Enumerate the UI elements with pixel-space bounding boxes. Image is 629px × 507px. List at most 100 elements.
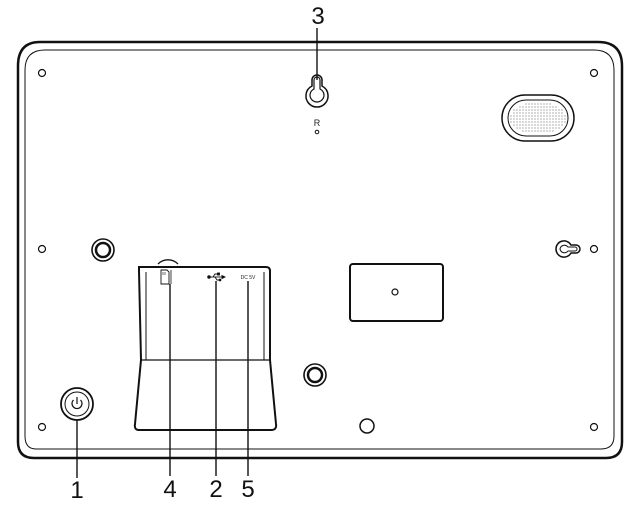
screw-hole <box>37 244 47 254</box>
power-button[interactable] <box>60 387 94 421</box>
speaker-hole <box>522 115 524 117</box>
speaker-hole <box>516 109 518 111</box>
callout-sd-card: 4 <box>163 476 176 503</box>
speaker-hole <box>561 115 563 117</box>
speaker-hole <box>549 130 551 132</box>
speaker-hole <box>537 106 539 108</box>
speaker-hole <box>552 112 554 114</box>
speaker-hole <box>540 106 542 108</box>
speaker-hole <box>564 115 566 117</box>
callout-wall-mount: 3 <box>311 3 324 30</box>
speaker-hole <box>513 112 515 114</box>
speaker-hole <box>540 124 542 126</box>
leader-lines <box>76 28 318 478</box>
speaker-hole <box>564 121 566 123</box>
speaker-hole <box>537 118 539 120</box>
port-bay <box>133 259 278 431</box>
speaker-hole <box>525 103 527 105</box>
speaker-hole <box>525 109 527 111</box>
wall-mount-keyhole <box>305 74 329 108</box>
speaker-hole <box>516 118 518 120</box>
speaker-hole <box>555 115 557 117</box>
speaker-hole <box>552 118 554 120</box>
speaker-hole <box>516 127 518 129</box>
screw-hole <box>589 68 599 78</box>
speaker-hole <box>519 127 521 129</box>
speaker-hole <box>540 130 542 132</box>
speaker-hole <box>555 112 557 114</box>
speaker-hole <box>549 109 551 111</box>
speaker-hole <box>555 106 557 108</box>
reset-button[interactable]: R <box>314 118 321 135</box>
speaker-hole <box>534 127 536 129</box>
speaker-hole <box>558 115 560 117</box>
speaker-hole <box>543 127 545 129</box>
speaker-hole <box>531 121 533 123</box>
speaker-hole <box>549 124 551 126</box>
speaker-hole <box>540 121 542 123</box>
speaker-hole <box>525 115 527 117</box>
callout-usb: 2 <box>209 476 222 503</box>
sd-card-slot[interactable] <box>160 269 172 285</box>
speaker-hole <box>558 121 560 123</box>
speaker-hole <box>561 112 563 114</box>
speaker-hole <box>555 124 557 126</box>
speaker-hole <box>528 118 530 120</box>
speaker-grille <box>501 94 575 142</box>
speaker-hole <box>546 130 548 132</box>
speaker-hole <box>534 109 536 111</box>
callout-numbers: 1 3 4 2 5 <box>70 3 324 504</box>
speaker-hole <box>537 121 539 123</box>
usb-port[interactable] <box>207 272 227 282</box>
speaker-hole <box>531 118 533 120</box>
speaker-hole <box>546 103 548 105</box>
speaker-hole <box>552 109 554 111</box>
speaker-hole <box>546 106 548 108</box>
speaker-hole <box>513 115 515 117</box>
speaker-hole <box>531 103 533 105</box>
speaker-hole <box>519 109 521 111</box>
dc-in-port[interactable]: DC 5V <box>241 275 256 281</box>
speaker-hole <box>555 109 557 111</box>
speaker-hole <box>537 130 539 132</box>
screw-hole <box>37 422 47 432</box>
speaker-hole <box>546 118 548 120</box>
speaker-hole <box>510 121 512 123</box>
speaker-hole <box>546 115 548 117</box>
speaker-hole <box>543 109 545 111</box>
speaker-hole <box>528 103 530 105</box>
speaker-hole <box>549 121 551 123</box>
speaker-hole <box>558 127 560 129</box>
speaker-hole <box>543 121 545 123</box>
speaker-hole <box>525 130 527 132</box>
speaker-hole <box>549 127 551 129</box>
speaker-hole <box>534 112 536 114</box>
speaker-hole <box>561 118 563 120</box>
speaker-hole <box>531 130 533 132</box>
speaker-hole <box>534 124 536 126</box>
speaker-hole <box>558 124 560 126</box>
speaker-hole <box>510 118 512 120</box>
mount-screw <box>91 238 115 262</box>
speaker-hole <box>552 130 554 132</box>
speaker-hole <box>534 103 536 105</box>
screw-hole <box>37 68 47 78</box>
speaker-hole <box>543 118 545 120</box>
speaker-hole <box>546 121 548 123</box>
speaker-hole <box>561 124 563 126</box>
speaker-hole <box>537 112 539 114</box>
speaker-hole <box>528 130 530 132</box>
speaker-hole <box>519 118 521 120</box>
speaker-hole <box>516 124 518 126</box>
speaker-hole <box>543 106 545 108</box>
speaker-hole <box>516 112 518 114</box>
speaker-hole <box>522 109 524 111</box>
speaker-hole <box>549 115 551 117</box>
power-icon <box>71 397 83 410</box>
speaker-hole <box>522 106 524 108</box>
speaker-hole <box>540 118 542 120</box>
speaker-hole <box>564 118 566 120</box>
speaker-hole <box>534 130 536 132</box>
speaker-hole <box>552 106 554 108</box>
speaker-hole <box>540 115 542 117</box>
